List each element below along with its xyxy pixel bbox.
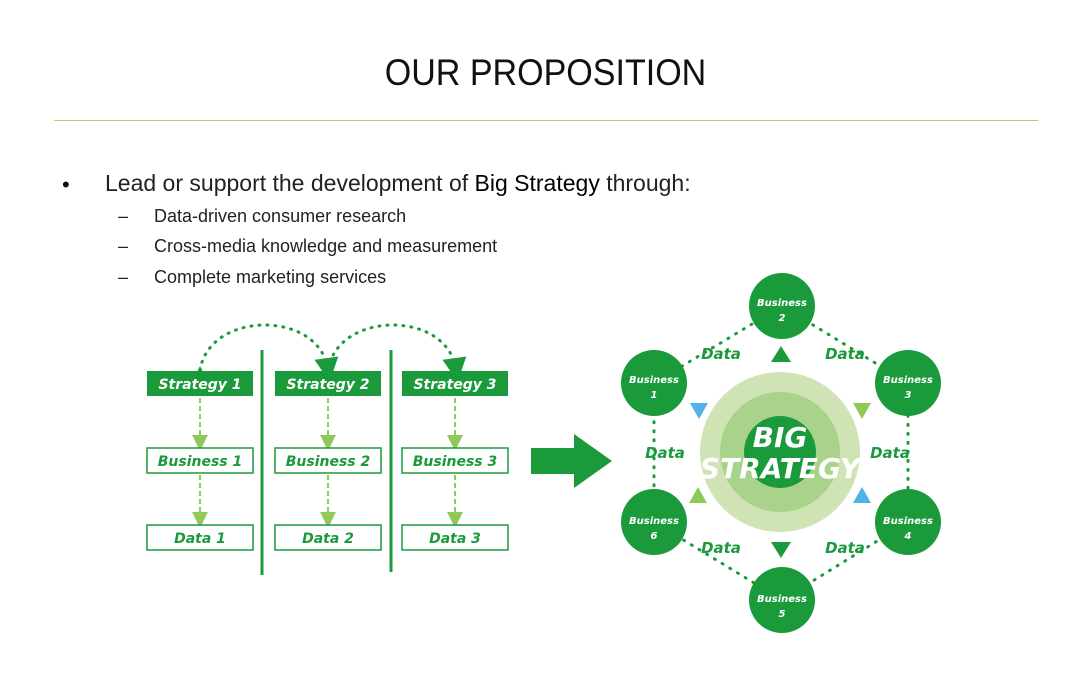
center-core xyxy=(744,416,816,488)
node-number: 4 xyxy=(904,531,912,542)
sub-item: –Data-driven consumer research xyxy=(118,206,407,226)
node-label: Business xyxy=(757,298,807,309)
node-label: Business xyxy=(629,375,679,386)
center-label-line2: STRATEGY xyxy=(700,452,863,485)
triangle-icon xyxy=(853,487,871,503)
center-label-line1: BIG xyxy=(753,421,808,454)
node-number: 2 xyxy=(779,313,786,324)
triangle-icon xyxy=(771,346,791,362)
strategy-box xyxy=(275,371,381,396)
data-box xyxy=(146,524,254,551)
strategy-box xyxy=(402,371,508,396)
strategy-link-arc xyxy=(198,323,339,382)
strategy-box xyxy=(147,371,253,396)
business-node: Business 4 xyxy=(875,489,941,555)
triangle-icon xyxy=(853,403,871,419)
data-flow-label: Data xyxy=(645,444,685,462)
sub-item-label: Complete marketing services xyxy=(154,267,387,287)
sub-item: –Cross-media knowledge and measurement xyxy=(118,236,498,256)
data-flow-label: Data xyxy=(825,539,865,557)
data-label: Data 3 xyxy=(429,531,481,547)
business-node: Business 1 xyxy=(621,350,687,416)
transition-arrow-icon xyxy=(531,434,612,488)
big-strategy-highlight: Big Strategy xyxy=(474,170,600,196)
sub-item: –Complete marketing services xyxy=(118,267,387,287)
data-flow-label: Data xyxy=(870,444,910,462)
strategy-label: Strategy 2 xyxy=(286,377,369,393)
triangle-icon xyxy=(689,487,707,503)
business-node: Business 6 xyxy=(621,489,687,555)
triangle-icon xyxy=(771,542,791,558)
bullet-prefix: Lead or support the development of xyxy=(105,170,475,196)
title-divider xyxy=(54,120,1038,121)
node-label: Business xyxy=(629,516,679,527)
business-node: Business 2 xyxy=(749,273,815,339)
node-number: 1 xyxy=(651,390,658,401)
data-flow-label: Data xyxy=(825,345,865,363)
data-label: Data 1 xyxy=(174,531,226,547)
business-label: Business 2 xyxy=(286,454,371,470)
sub-item-label: Data-driven consumer research xyxy=(154,206,407,226)
data-flow-label: Data xyxy=(701,539,741,557)
node-label: Business xyxy=(757,594,807,605)
big-strategy-diagram: BIG STRATEGY Data Data Data Data Data Da… xyxy=(621,273,941,633)
page-title: OUR PROPOSITION xyxy=(384,52,707,93)
strategy-label: Strategy 1 xyxy=(158,377,241,393)
node-label: Business xyxy=(883,375,933,386)
sub-item-label: Cross-media knowledge and measurement xyxy=(154,236,498,256)
business-node: Business 5 xyxy=(749,567,815,633)
node-number: 3 xyxy=(905,390,912,401)
strategy-label: Strategy 3 xyxy=(413,377,496,393)
business-node: Business 3 xyxy=(875,350,941,416)
data-box xyxy=(274,524,382,551)
data-label: Data 2 xyxy=(302,531,354,547)
bullet-suffix: through: xyxy=(599,170,691,196)
business-label: Business 3 xyxy=(413,454,498,470)
main-bullet: Lead or support the development of Big S… xyxy=(105,170,691,197)
triangle-icon xyxy=(690,403,708,419)
business-label: Business 1 xyxy=(158,454,243,470)
business-box xyxy=(274,447,382,474)
node-label: Business xyxy=(883,516,933,527)
bullet-marker: • xyxy=(62,172,70,197)
data-flow-label: Data xyxy=(701,345,741,363)
data-box xyxy=(401,524,509,551)
business-box xyxy=(401,447,509,474)
node-number: 6 xyxy=(651,531,658,542)
siloed-strategy-diagram: Strategy 1 Business 1 Data 1 Strategy 2 … xyxy=(146,323,509,575)
business-box xyxy=(146,447,254,474)
node-number: 5 xyxy=(779,609,786,620)
